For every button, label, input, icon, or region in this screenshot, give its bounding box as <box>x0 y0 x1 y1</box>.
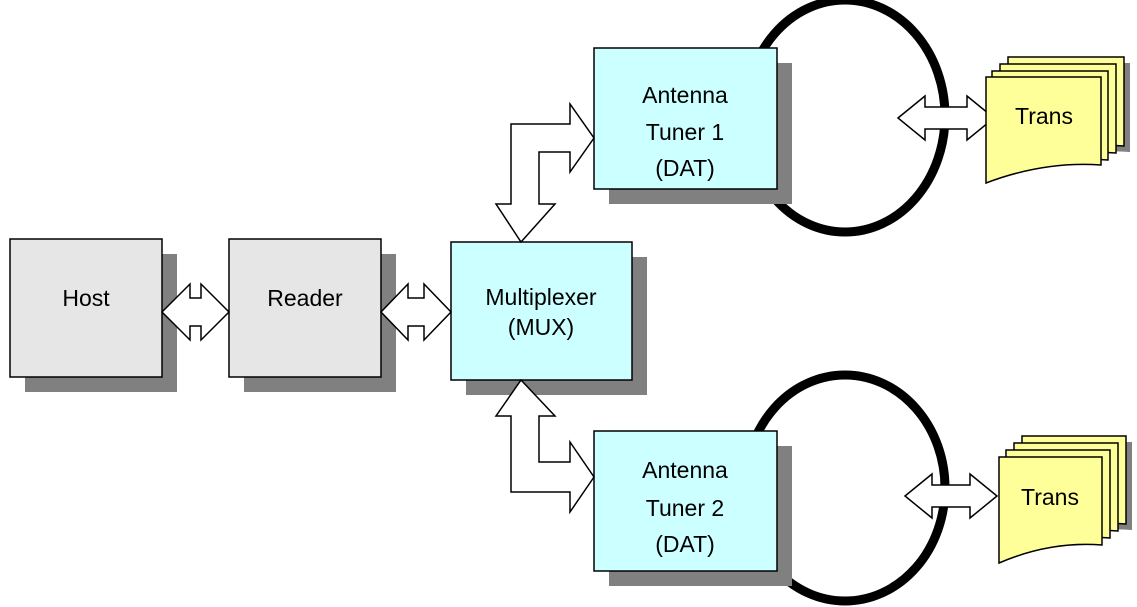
host-box: Host <box>9 238 177 392</box>
antenna-tuner-2-line3: (DAT) <box>655 531 715 557</box>
multiplexer-label: Multiplexer <box>485 284 597 310</box>
trans2-label: Trans <box>1021 484 1079 510</box>
transponder-stack-2: Trans <box>998 435 1132 565</box>
reader-mux-double-arrow-icon <box>379 282 453 342</box>
antenna-tuner-2-line2: Tuner 2 <box>646 495 724 521</box>
antenna-tuner-1-line1: Antenna <box>642 82 728 108</box>
multiplexer-box: Multiplexer (MUX) <box>450 241 647 395</box>
loop2-trans2-double-arrow-icon <box>903 472 999 520</box>
mux-tuner1-double-arrow-icon <box>494 101 595 244</box>
transponder-2-front <box>998 456 1103 565</box>
antenna-tuner-1-line2: Tuner 1 <box>646 119 724 145</box>
antenna-tuner-2-line1: Antenna <box>642 457 728 483</box>
antenna-tuner-1-line3: (DAT) <box>655 155 715 181</box>
antenna-tuner-2-box: Antenna Tuner 2 (DAT) <box>593 430 792 586</box>
multiplexer-abbrev: (MUX) <box>508 314 574 340</box>
host-reader-double-arrow-icon <box>160 282 231 342</box>
reader-box: Reader <box>228 238 396 392</box>
antenna-tuner-1-box: Antenna Tuner 1 (DAT) <box>593 47 792 204</box>
transponder-1-front <box>985 76 1102 185</box>
mux-tuner2-double-arrow-icon <box>494 378 595 515</box>
transponder-stack-1: Trans <box>985 56 1130 185</box>
trans1-label: Trans <box>1015 103 1073 129</box>
host-label: Host <box>62 285 110 311</box>
reader-label: Reader <box>267 285 343 311</box>
